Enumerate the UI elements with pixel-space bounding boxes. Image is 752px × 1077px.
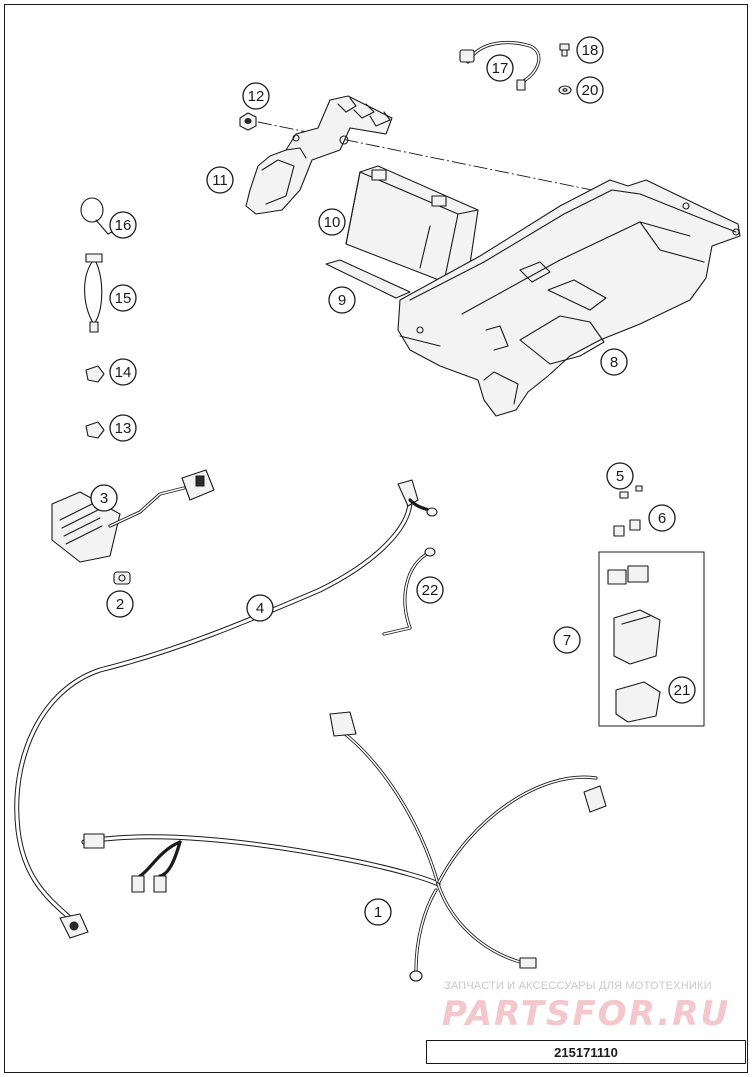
callout-15: 15	[109, 284, 137, 312]
callout-16: 16	[109, 211, 137, 239]
callout-label: 13	[115, 420, 132, 437]
callout-label: 1	[374, 904, 382, 921]
callout-label: 5	[616, 468, 624, 485]
callout-10: 10	[318, 208, 346, 236]
callout-9: 9	[328, 286, 356, 314]
callout-21: 21	[668, 676, 696, 704]
callout-label: 12	[248, 88, 265, 105]
relay-parts-7	[607, 565, 661, 665]
watermark-logo: PartsFor.ru	[442, 994, 731, 1034]
callout-1: 1	[364, 898, 392, 926]
callout-4: 4	[246, 594, 274, 622]
cable-17	[459, 40, 541, 91]
callout-label: 3	[100, 490, 108, 507]
ground-cable-4	[14, 479, 438, 939]
callout-label: 4	[256, 600, 264, 617]
battery-10	[345, 165, 479, 283]
callout-label: 7	[563, 632, 571, 649]
clip-14	[85, 365, 105, 383]
clip-13	[85, 421, 105, 439]
callout-18: 18	[576, 36, 604, 64]
regulator-3	[51, 469, 215, 563]
callout-11: 11	[206, 166, 234, 194]
callout-7: 7	[553, 626, 581, 654]
screw-5	[619, 485, 643, 499]
callout-label: 6	[658, 510, 666, 527]
cable-tie-16	[80, 197, 113, 235]
main-harness-1	[81, 711, 607, 982]
callout-3: 3	[90, 484, 118, 512]
reference-number: 215171110	[554, 1044, 618, 1060]
cable-22	[382, 547, 436, 636]
holder-bracket-11	[245, 95, 393, 215]
callout-label: 18	[582, 42, 599, 59]
relay-cover-21	[615, 681, 661, 723]
callout-label: 22	[422, 582, 439, 599]
callout-label: 8	[610, 354, 618, 371]
bolt-2	[113, 571, 131, 585]
callout-17: 17	[486, 54, 514, 82]
nut-12	[239, 112, 257, 131]
washer-20	[558, 85, 572, 95]
callout-12: 12	[242, 82, 270, 110]
callout-label: 10	[324, 214, 341, 231]
battery-box-8	[397, 179, 741, 417]
callout-13: 13	[109, 414, 137, 442]
screw-18	[559, 43, 570, 57]
callout-label: 15	[115, 290, 132, 307]
callout-label: 17	[492, 60, 509, 77]
reference-number-box: 215171110	[426, 1040, 746, 1064]
callout-20: 20	[576, 76, 604, 104]
callout-14: 14	[109, 358, 137, 386]
pad-9	[325, 259, 411, 299]
callout-label: 20	[582, 82, 599, 99]
callout-label: 11	[212, 172, 228, 189]
callout-label: 14	[115, 364, 132, 381]
group-box-7-21	[598, 551, 705, 727]
fuse-6	[613, 519, 641, 537]
callout-label: 21	[674, 682, 691, 699]
callout-label: 2	[116, 596, 124, 613]
callout-label: 16	[115, 217, 132, 234]
callout-6: 6	[648, 504, 676, 532]
callout-label: 9	[338, 292, 346, 309]
callout-8: 8	[600, 348, 628, 376]
watermark-caption: ЗАПЧАСТИ И АКСЕССУАРЫ ДЛЯ МОТОТЕХНИКИ	[444, 980, 712, 992]
callout-2: 2	[106, 590, 134, 618]
clamp-15	[84, 253, 103, 333]
callouts: 1 2 3 4 5 6 7 8 9 10 11 12 13 14 15 16 1…	[90, 36, 696, 926]
callout-22: 22	[416, 576, 444, 604]
callout-5: 5	[606, 462, 634, 490]
